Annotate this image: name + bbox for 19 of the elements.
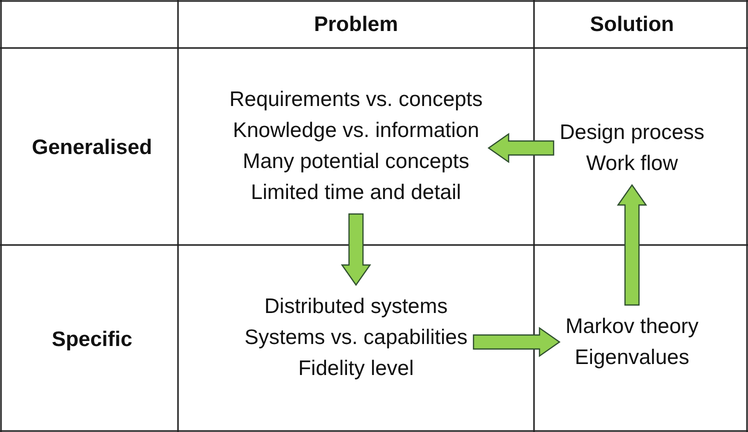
cell-text: Many potential concepts bbox=[242, 149, 470, 175]
block-arrow bbox=[340, 213, 372, 286]
column-header: Solution bbox=[590, 13, 674, 37]
row-header: Specific bbox=[52, 328, 132, 352]
block-arrow bbox=[616, 184, 648, 306]
cell-text: Fidelity level bbox=[297, 356, 415, 382]
cell-text: Work flow bbox=[585, 151, 679, 177]
cell-text: Distributed systems bbox=[263, 294, 449, 320]
column-header: Problem bbox=[314, 13, 398, 37]
cell-text: Design process bbox=[560, 120, 704, 146]
row-header: Generalised bbox=[32, 136, 152, 160]
block-arrow bbox=[472, 326, 561, 358]
cell-text: Markov theory bbox=[565, 314, 699, 340]
block-arrow bbox=[488, 132, 554, 164]
cell-text: Requirements vs. concepts bbox=[229, 87, 483, 113]
cell-text: Knowledge vs. information bbox=[232, 118, 480, 144]
cell-text: Limited time and detail bbox=[250, 180, 462, 206]
cell-text: Systems vs. capabilities bbox=[244, 325, 468, 351]
cell-text: Eigenvalues bbox=[574, 345, 690, 371]
